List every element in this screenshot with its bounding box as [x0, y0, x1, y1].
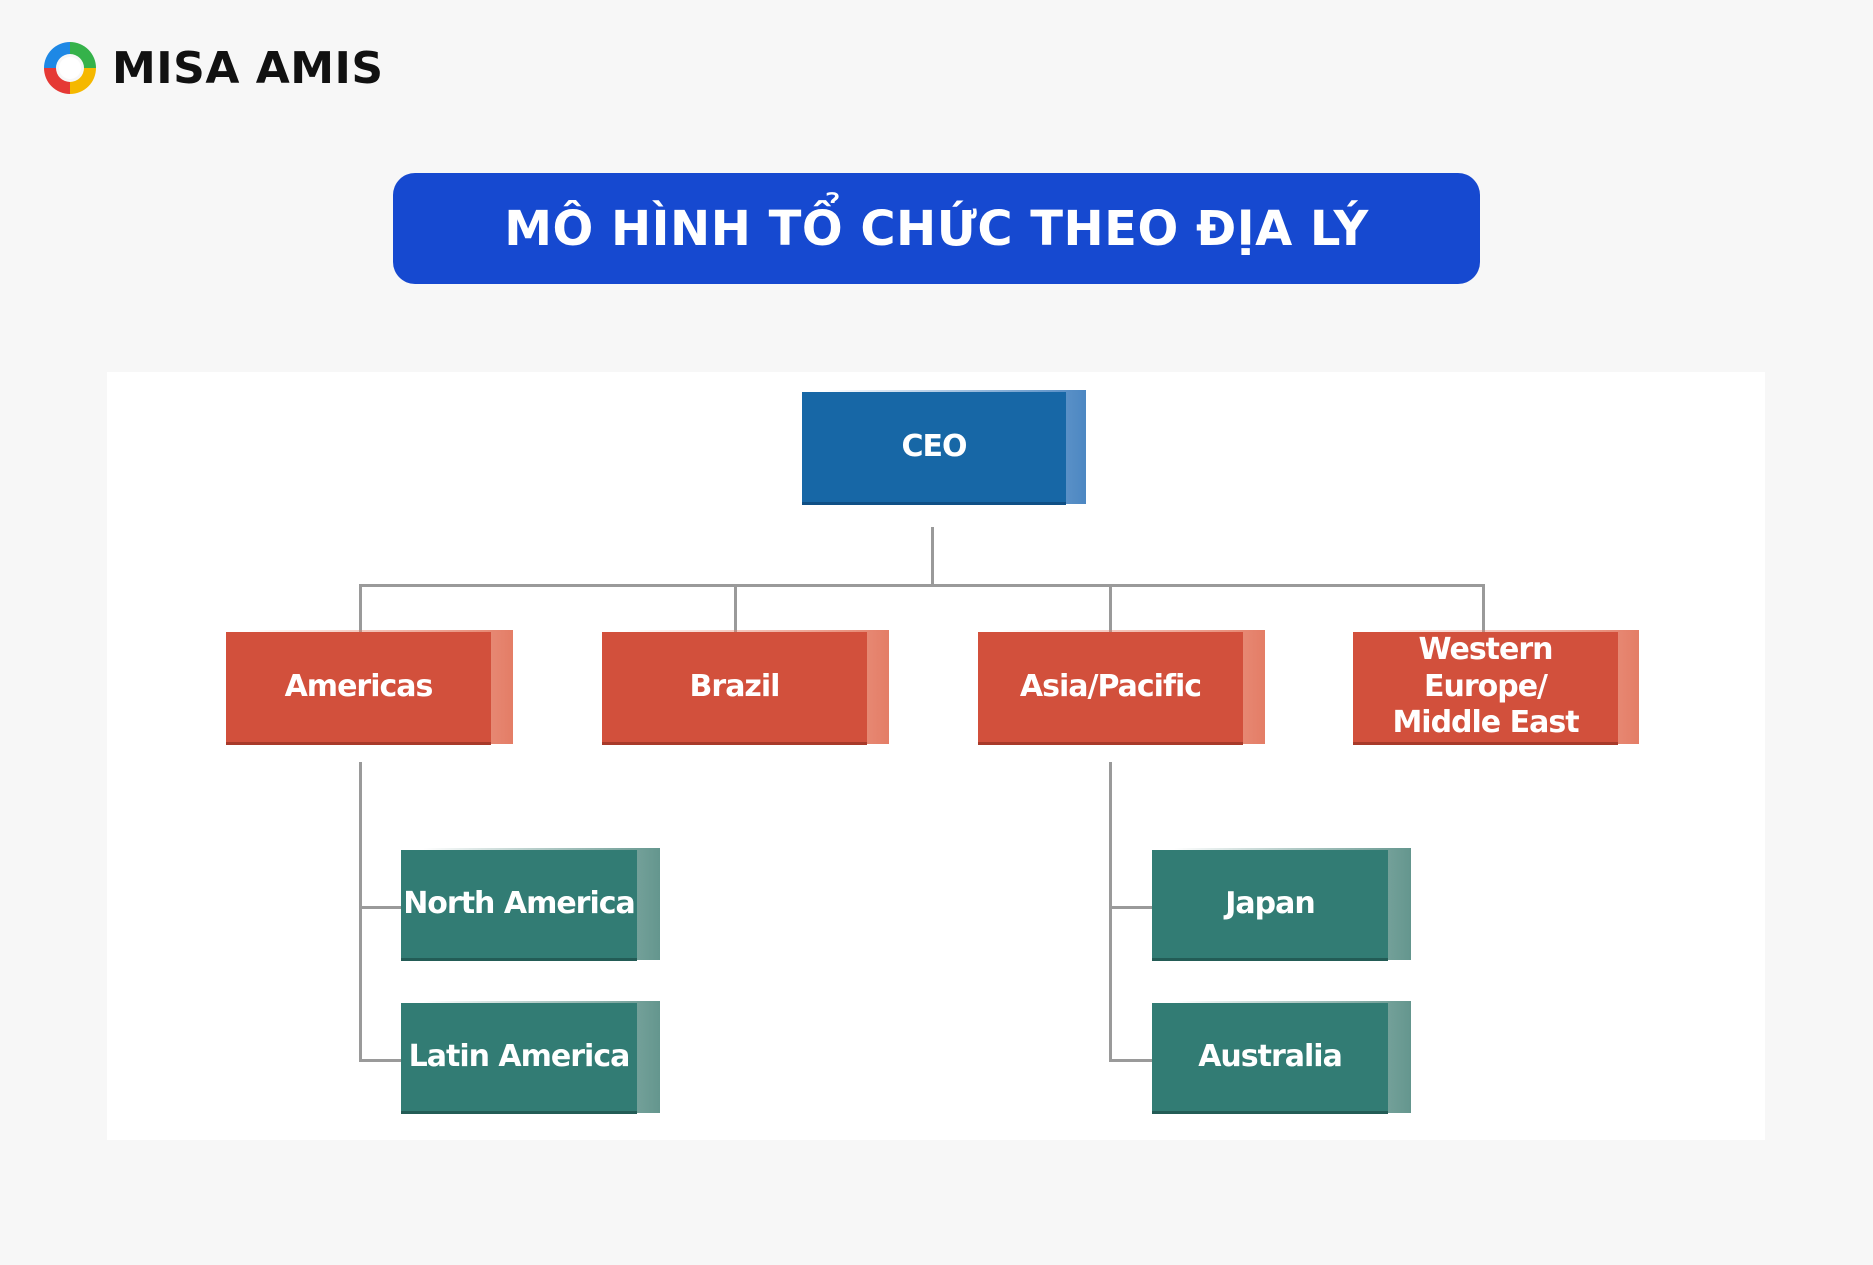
region-asia-pacific-label: Asia/Pacific — [1019, 668, 1202, 704]
subregion-australia-box: Australia — [1152, 1003, 1388, 1114]
connector-brazil-drop — [734, 584, 737, 632]
misa-ring-logo-icon — [44, 42, 96, 94]
region-brazil-box: Brazil — [602, 632, 867, 745]
ceo-box: CEO — [802, 392, 1066, 505]
subregion-latin-america-box: Latin America — [401, 1003, 637, 1114]
connector-europe-drop — [1482, 584, 1485, 632]
subregion-north-america-label: North America — [403, 885, 636, 921]
subregion-australia-label: Australia — [1198, 1038, 1343, 1074]
connector-region-bus — [359, 584, 1485, 587]
connector-australia — [1109, 1059, 1159, 1062]
connector-americas-drop — [359, 584, 362, 632]
connector-ceo-trunk — [931, 527, 934, 587]
connector-latin-america — [359, 1059, 408, 1062]
region-americas-box: Americas — [226, 632, 491, 745]
region-brazil-label: Brazil — [689, 668, 781, 704]
subregion-north-america-box: North America — [401, 850, 637, 961]
subregion-japan-box: Japan — [1152, 850, 1388, 961]
connector-japan — [1109, 906, 1159, 909]
region-americas-label: Americas — [284, 668, 434, 704]
brand-logo: MISA AMIS — [40, 38, 384, 98]
region-asia-pacific-box: Asia/Pacific — [978, 632, 1243, 745]
ceo-label: CEO — [901, 428, 967, 464]
connector-americas-spine — [359, 762, 362, 1062]
brand-name: MISA AMIS — [112, 42, 384, 94]
page-title: MÔ HÌNH TỔ CHỨC THEO ĐỊA LÝ — [504, 200, 1369, 257]
org-chart: CEO Americas Brazil Asia/Pacific Western… — [107, 372, 1765, 1140]
title-banner: MÔ HÌNH TỔ CHỨC THEO ĐỊA LÝ — [393, 173, 1480, 284]
subregion-latin-america-label: Latin America — [408, 1038, 631, 1074]
subregion-japan-label: Japan — [1225, 885, 1315, 921]
connector-asia-spine — [1109, 762, 1112, 1062]
region-western-europe-box: Western Europe/ Middle East — [1353, 632, 1618, 745]
region-western-europe-label: Western Europe/ Middle East — [1392, 632, 1579, 741]
connector-asia-drop — [1109, 584, 1112, 632]
connector-north-america — [359, 906, 408, 909]
